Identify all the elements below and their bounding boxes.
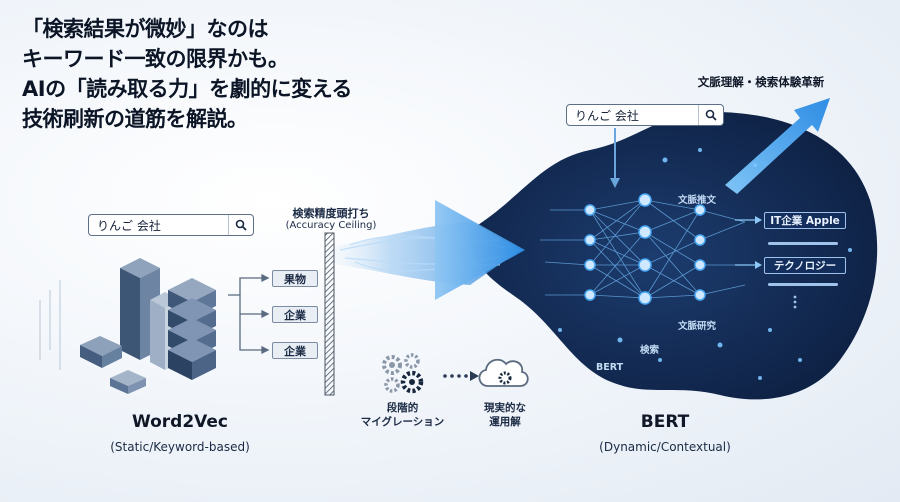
cloud-gear-icon	[478, 358, 529, 387]
output-tag-it-company: IT企業 Apple	[764, 212, 846, 229]
network-label-search: 検索	[640, 345, 660, 356]
bert-subtitle: (Dynamic/Contextual)	[599, 440, 731, 454]
word2vec-connectors	[228, 273, 270, 355]
migration-step-1-line-1: 段階的	[386, 402, 419, 414]
network-label-bert: BERT	[596, 362, 624, 373]
output-tag-technology: テクノロジー	[764, 257, 846, 274]
word2vec-subtitle: (Static/Keyword-based)	[110, 440, 250, 454]
headline-line-2: キーワード一致の限界かも。	[22, 47, 289, 71]
bert-blob	[470, 111, 878, 400]
tag-company-2: 企業	[272, 342, 318, 359]
innovation-label: 文脈理解・検索体験革新	[697, 75, 825, 89]
right-search-text: りんご 会社	[575, 108, 639, 123]
bert-title: BERT	[640, 412, 690, 432]
migration-step-1-line-2: マイグレーション	[360, 416, 445, 428]
network-label-research: 文脈研究	[678, 321, 717, 332]
gears-icon	[382, 353, 424, 394]
headline-line-4: 技術刷新の道筋を解説。	[22, 107, 248, 131]
headline: 「検索結果が微妙」なのは キーワード一致の限界かも。 AIの「読み取る力」を劇的…	[22, 14, 442, 134]
right-search-bar[interactable]: りんご 会社	[566, 104, 724, 126]
network-label-context: 文脈推文	[678, 195, 717, 206]
tag-fruit: 果物	[272, 270, 318, 287]
search-icon[interactable]	[698, 105, 723, 125]
ceiling-label-jp: 検索精度頭打ち	[292, 207, 370, 220]
tag-company-1: 企業	[272, 306, 318, 323]
word2vec-blocks	[39, 258, 216, 394]
headline-line-3: AIの「読み取る力」を劇的に変える	[22, 77, 352, 101]
ceiling-label-en: (Accuracy Ceiling)	[285, 220, 377, 231]
left-search-bar[interactable]: りんご 会社	[88, 214, 254, 236]
word2vec-title: Word2Vec	[131, 412, 229, 432]
migration-step-2-line-2: 運用解	[489, 416, 521, 428]
headline-line-1: 「検索結果が微妙」なのは	[22, 17, 269, 41]
search-icon[interactable]	[228, 215, 253, 235]
accuracy-ceiling-wall	[324, 232, 335, 396]
migration-step-2-line-1: 現実的な	[484, 402, 526, 414]
innovation-arrow	[725, 98, 830, 194]
transform-arrow	[435, 200, 525, 300]
left-search-text: りんご 会社	[97, 218, 161, 233]
